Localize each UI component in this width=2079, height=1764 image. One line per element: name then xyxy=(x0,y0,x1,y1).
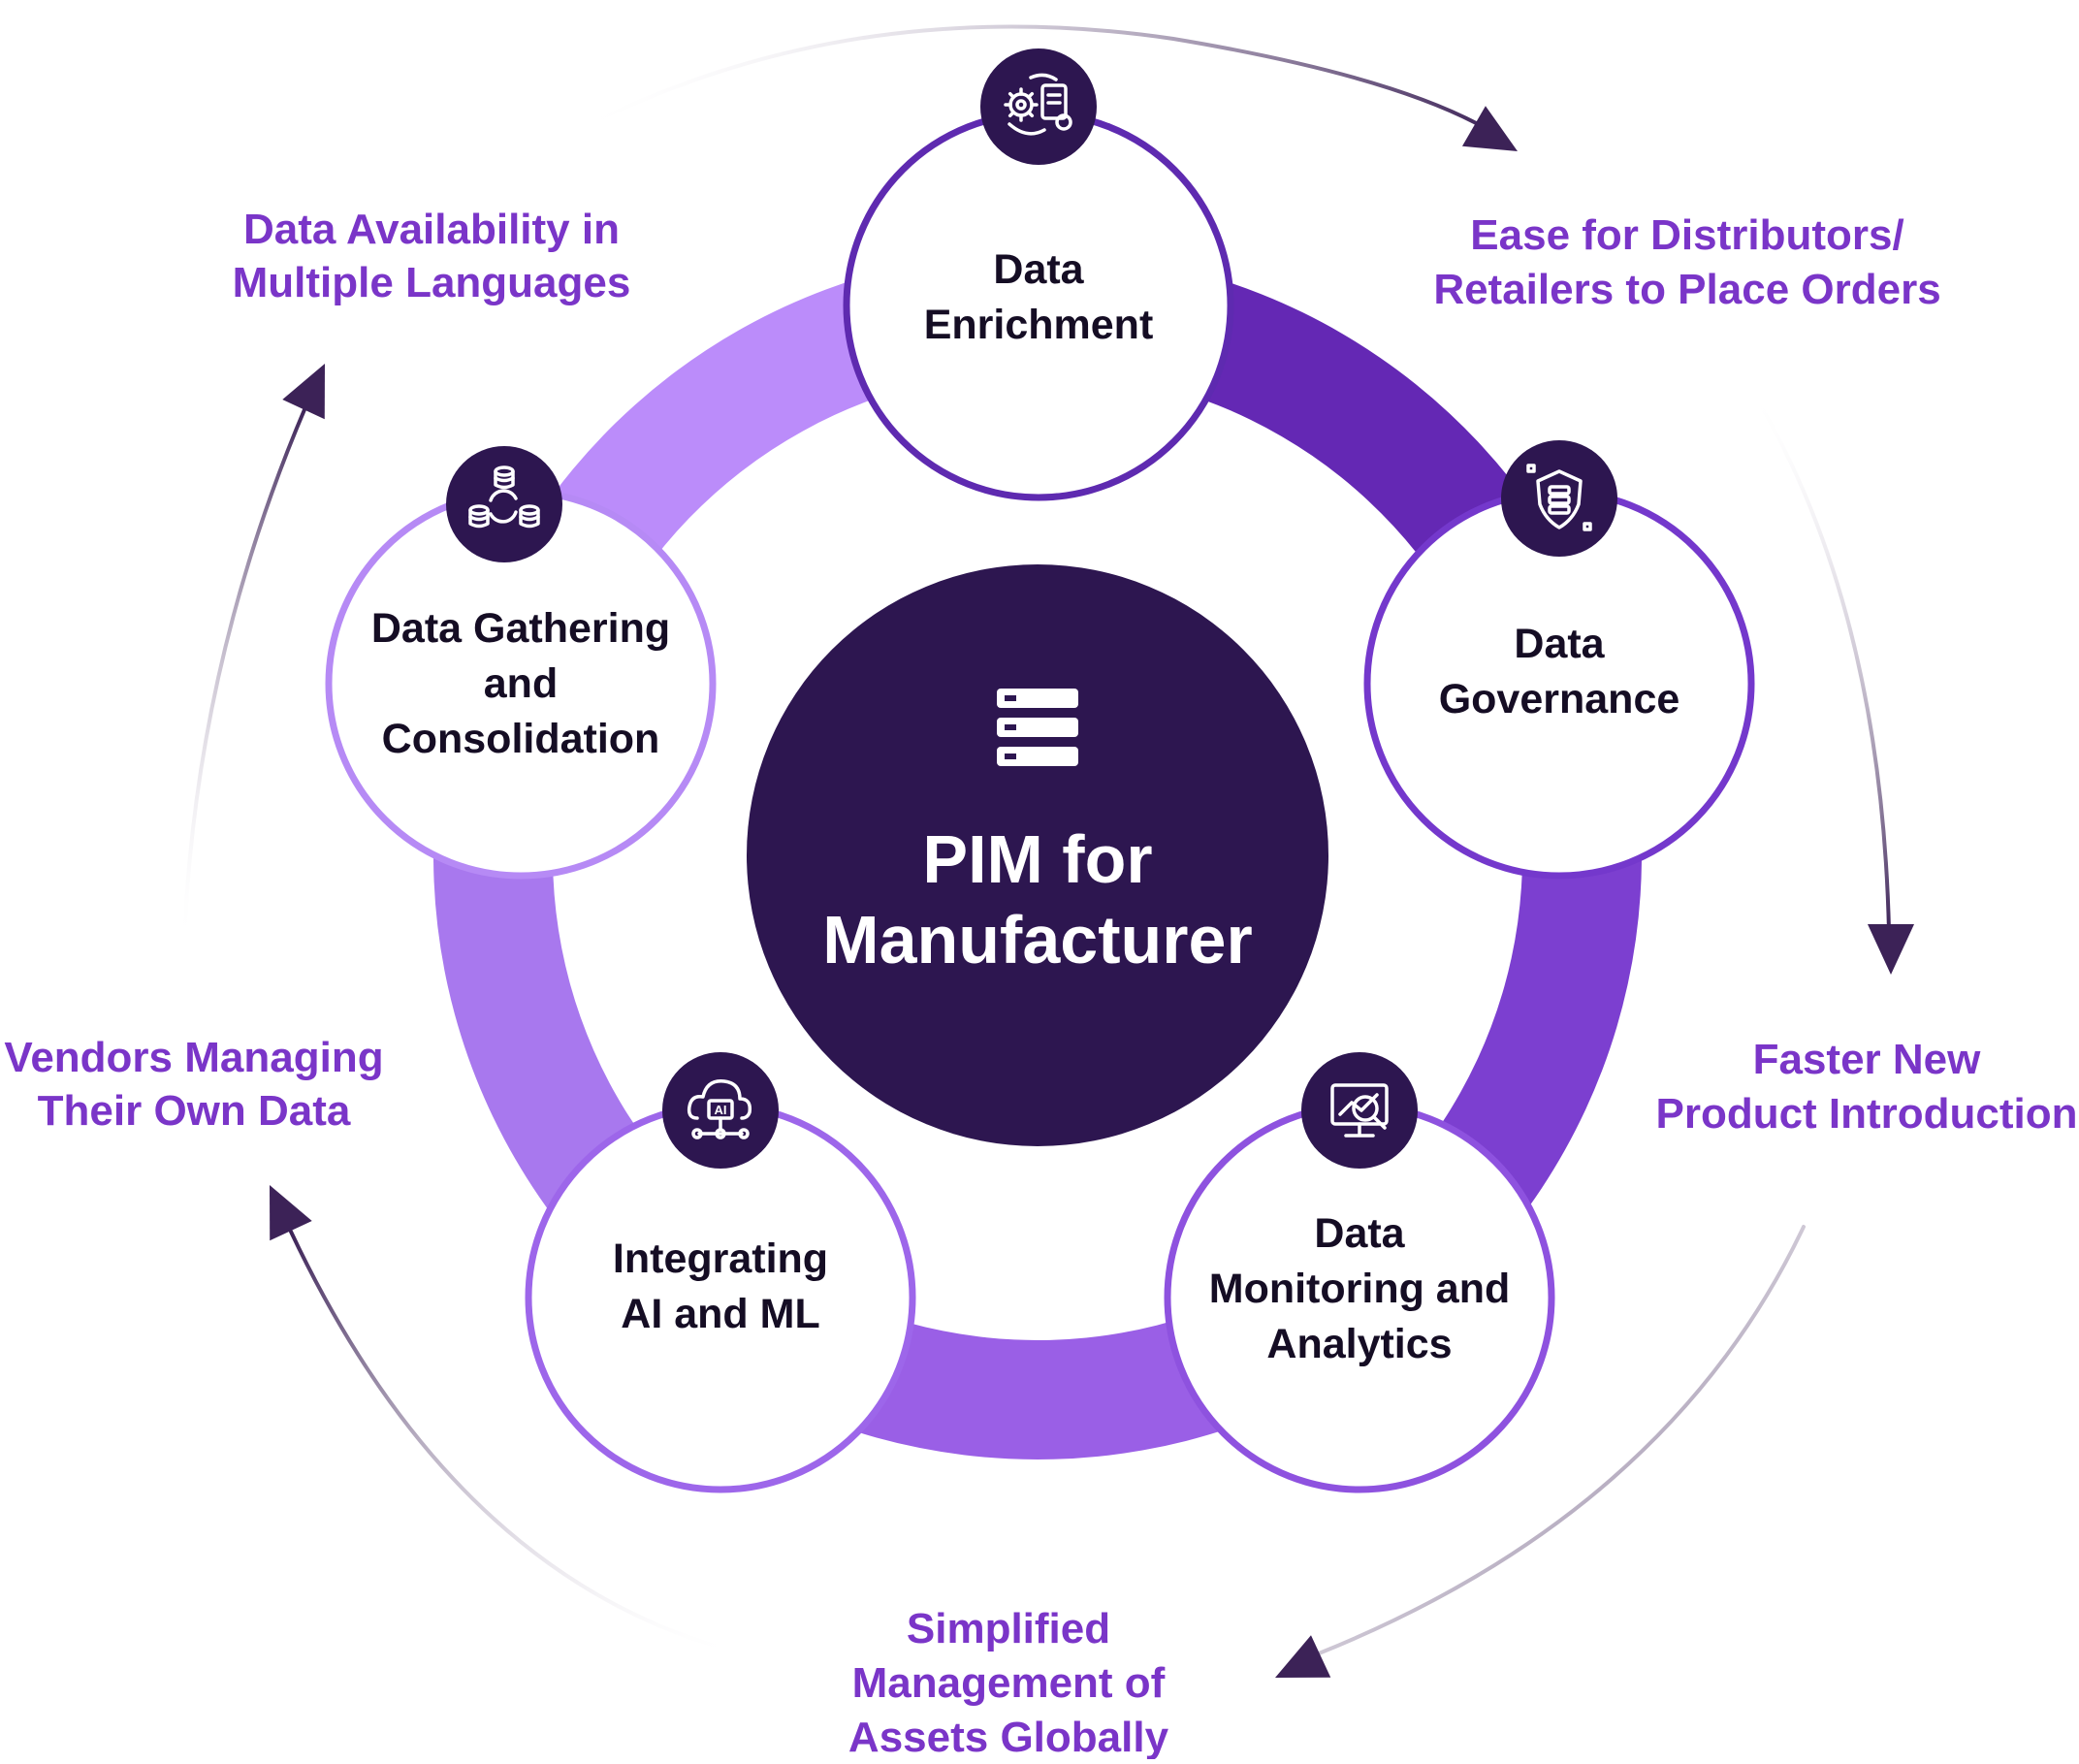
node-label-line: Data xyxy=(1314,1210,1405,1257)
node-label-line: Consolidation xyxy=(382,716,660,762)
outcome-label-line: Simplified xyxy=(907,1605,1110,1652)
node-label-line: Governance xyxy=(1439,676,1680,722)
center-hub: PIM for Manufacturer xyxy=(747,564,1328,1146)
outcome-label-line: Management of xyxy=(852,1659,1166,1707)
node-label-line: Data xyxy=(993,246,1084,293)
cycle-arrow xyxy=(565,24,1518,151)
monitor-analytics-icon xyxy=(1301,1052,1418,1169)
cycle-arrow xyxy=(182,364,325,947)
node-label-line: Analytics xyxy=(1266,1321,1452,1367)
center-title-line-2: Manufacturer xyxy=(822,902,1252,978)
outcome-label-line: Product Introduction xyxy=(1655,1090,2077,1138)
node-integrating-ai-ml: AI Integrating AI and ML xyxy=(525,1052,916,1493)
outer-cycle-arrows xyxy=(182,24,1914,1678)
cycle-arrow xyxy=(1748,386,1914,975)
arrowhead-icon xyxy=(1275,1635,1331,1678)
node-label-line: and xyxy=(484,660,558,707)
outcome-label-line: Ease for Distributors/ xyxy=(1470,211,1903,259)
arrowhead-icon xyxy=(1868,924,1914,975)
outcome-data-languages: Data Availability in Multiple Languages xyxy=(233,206,631,306)
node-label-line: Monitoring and xyxy=(1209,1266,1511,1312)
arrowhead-icon xyxy=(270,1185,312,1241)
node-label-line: Data xyxy=(1514,621,1605,667)
center-title-line-1: PIM for xyxy=(922,821,1152,897)
outcome-label-line: Data Availability in xyxy=(243,206,620,253)
node-label-line: AI and ML xyxy=(621,1291,819,1337)
outcome-labels: Ease for Distributors/Retailers to Place… xyxy=(4,206,2077,1761)
outcome-label-line: Their Own Data xyxy=(38,1087,351,1135)
arrowhead-icon xyxy=(282,364,325,420)
outcome-label-line: Assets Globally xyxy=(848,1714,1169,1759)
database-sync-icon xyxy=(446,446,562,562)
node-label-line: Integrating xyxy=(613,1235,828,1282)
arrowhead-icon xyxy=(1461,106,1518,151)
outcome-label-line: Vendors Managing xyxy=(4,1034,383,1081)
outcome-label-line: Multiple Languages xyxy=(233,259,631,306)
process-nodes: DataEnrichmentDataGovernanceDataMonitori… xyxy=(325,48,1755,1493)
gear-document-sync-icon xyxy=(980,48,1097,165)
node-label-line: Enrichment xyxy=(924,302,1154,348)
node-label-line: Data Gathering xyxy=(371,605,670,652)
svg-text:AI: AI xyxy=(715,1103,727,1117)
ai-cloud-network-icon: AI xyxy=(662,1052,779,1169)
outcome-ease-distributors: Ease for Distributors/Retailers to Place… xyxy=(1433,211,1940,313)
outcome-label-line: Faster New xyxy=(1753,1036,1982,1083)
server-stack-icon xyxy=(997,689,1078,766)
shield-database-icon xyxy=(1501,440,1617,557)
cycle-arrow xyxy=(270,1185,744,1655)
outcome-label-line: Retailers to Place Orders xyxy=(1433,266,1940,313)
cycle-arrow xyxy=(1275,1225,1806,1678)
center-circle xyxy=(747,564,1328,1146)
